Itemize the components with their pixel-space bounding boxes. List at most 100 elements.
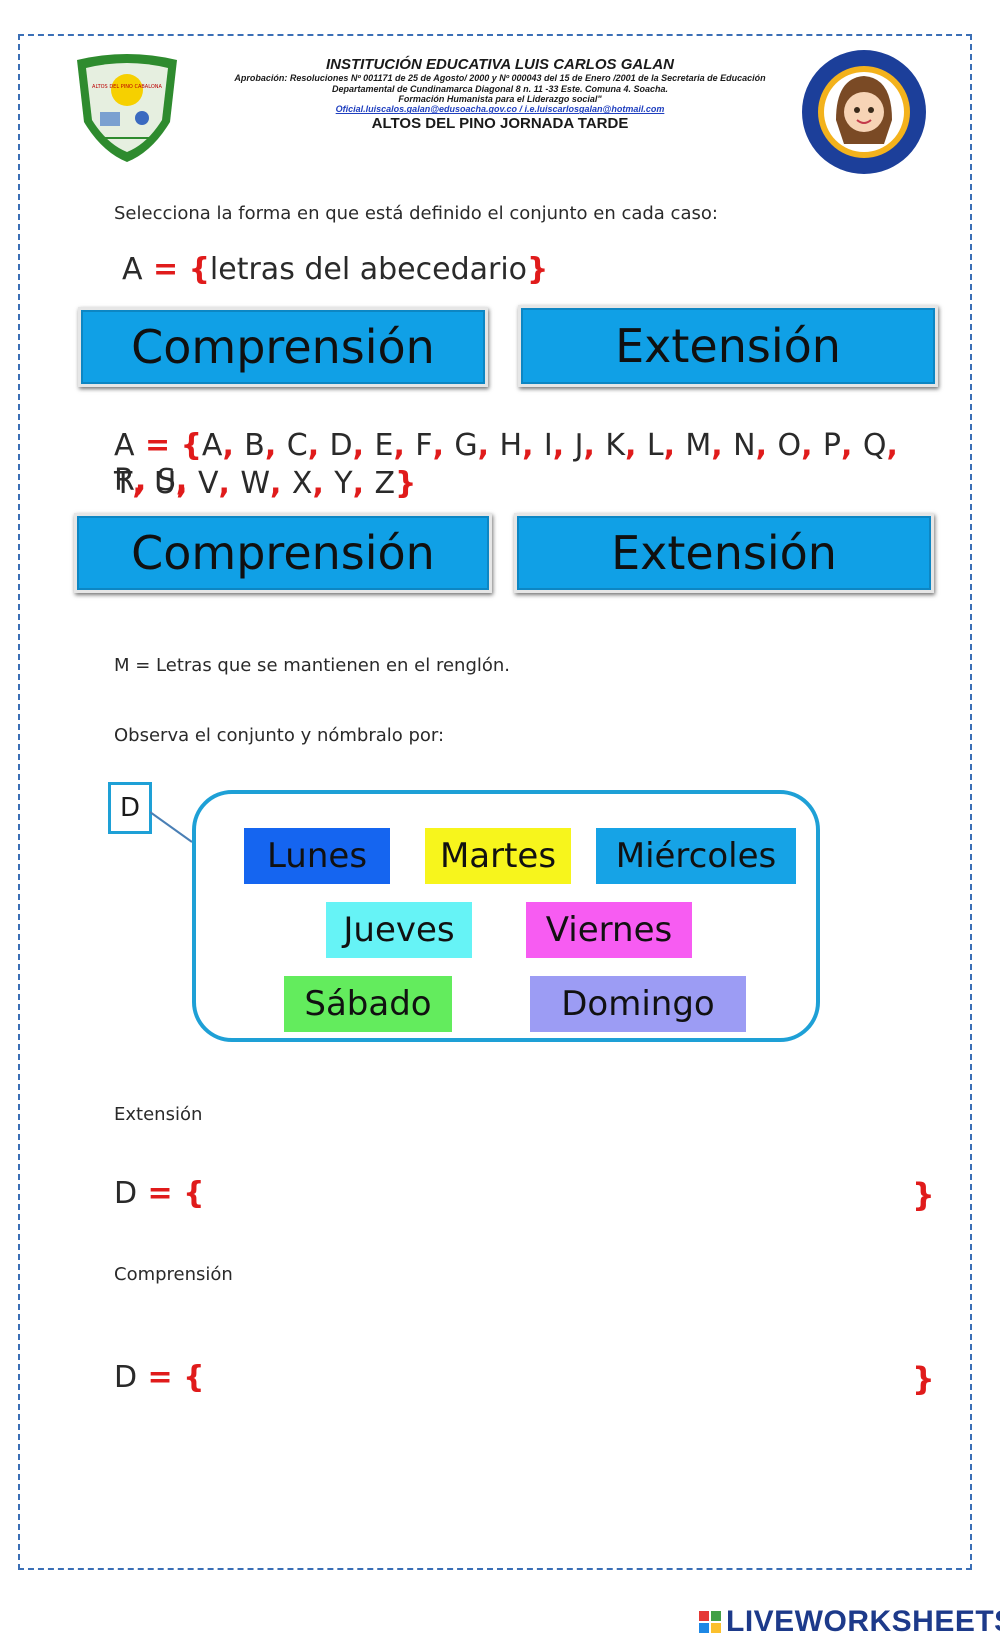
letter-separator: , bbox=[625, 428, 647, 463]
letter-separator: , bbox=[393, 428, 416, 463]
letter-separator: , bbox=[176, 466, 198, 501]
answer-set-name: D bbox=[114, 1176, 138, 1211]
logo-text: ALTOS DEL PINO CABALONA bbox=[92, 84, 162, 90]
extension-button-2[interactable]: Extensión bbox=[514, 513, 934, 593]
letter-item: Y bbox=[334, 466, 353, 501]
answer-open-brace: { bbox=[183, 1360, 205, 1395]
letter-separator: , bbox=[886, 428, 898, 463]
close-brace: } bbox=[395, 466, 417, 501]
letter-item: R bbox=[114, 463, 135, 498]
day-sabado: Sábado bbox=[284, 976, 452, 1032]
answer-close-brace: } bbox=[912, 1176, 935, 1214]
email-link-1[interactable]: Oficial.luiscalos.galan@edusoacha.gov.co bbox=[335, 104, 517, 115]
email-line: Oficial.luiscalos.galan@edusoacha.gov.co… bbox=[200, 104, 800, 114]
set-d-label: D bbox=[119, 793, 141, 823]
letter-separator: , bbox=[663, 428, 686, 463]
letter-item: I bbox=[543, 428, 553, 463]
letter-separator: , bbox=[218, 466, 241, 501]
comprension-button-1[interactable]: Comprensión bbox=[78, 307, 488, 387]
letter-separator: , bbox=[270, 466, 292, 501]
letter-item: W bbox=[240, 466, 271, 501]
answer-extension-line: D = { bbox=[114, 1176, 205, 1211]
letter-item: C bbox=[286, 428, 308, 463]
school-name: INSTITUCIÓN EDUCATIVA LUIS CARLOS GALAN bbox=[325, 56, 675, 73]
letter-separator: , bbox=[312, 466, 335, 501]
letter-item: V bbox=[197, 466, 219, 501]
school-shield-logo: ALTOS DEL PINO CABALONA bbox=[77, 54, 177, 162]
letter-item: Q bbox=[862, 428, 887, 463]
answer-close-brace: } bbox=[912, 1360, 935, 1398]
set-description: letras del abecedario bbox=[209, 252, 528, 287]
letter-separator: , bbox=[352, 466, 375, 501]
letter-separator: , bbox=[432, 428, 455, 463]
set-name: A bbox=[122, 252, 143, 287]
letter-separator: , bbox=[175, 463, 188, 498]
note-line: M = Letras que se mantienen en el rengló… bbox=[114, 655, 511, 676]
letter-item: P bbox=[822, 428, 841, 463]
letter-item: S bbox=[156, 463, 176, 498]
letter-item: F bbox=[415, 428, 433, 463]
day-miercoles: Miércoles bbox=[596, 828, 796, 884]
heading-extension: Extensión bbox=[114, 1104, 203, 1125]
email-link-2[interactable]: i.e.luiscarlosgalan@hotmail.com bbox=[524, 104, 665, 115]
answer-open-brace: { bbox=[183, 1176, 205, 1211]
letter-item: Z bbox=[374, 466, 396, 501]
letter-separator: , bbox=[477, 428, 500, 463]
approval-line: Aprobación: Resoluciones Nº 001171 de 25… bbox=[234, 73, 766, 84]
letter-separator: , bbox=[841, 428, 863, 463]
campus-line: ALTOS DEL PINO JORNADA TARDE bbox=[371, 114, 629, 132]
answer-equals: = bbox=[137, 1360, 184, 1395]
letter-item: G bbox=[454, 428, 478, 463]
letter-separator: , bbox=[132, 466, 155, 501]
letter-separator: , bbox=[307, 428, 330, 463]
letter-item: A bbox=[201, 428, 223, 463]
liveworksheets-icon bbox=[699, 1611, 721, 1633]
letter-item: X bbox=[291, 466, 313, 501]
letter-item: L bbox=[646, 428, 664, 463]
footer-brand: LIVEWORKSHEETS bbox=[726, 1605, 1000, 1638]
equals-sign: = bbox=[142, 252, 189, 287]
day-jueves: Jueves bbox=[326, 902, 472, 958]
set-a-extension-line-1: A = {A, B, C, D, E, F, G, H, I, J, K, L,… bbox=[114, 428, 934, 498]
letter-separator: , bbox=[264, 428, 287, 463]
connector-line bbox=[150, 811, 193, 843]
answer-equals: = bbox=[137, 1176, 184, 1211]
letter-separator: , bbox=[552, 428, 575, 463]
heading-comprension: Comprensión bbox=[114, 1264, 233, 1285]
letter-item: U bbox=[154, 466, 177, 501]
day-domingo: Domingo bbox=[530, 976, 746, 1032]
close-brace: } bbox=[527, 252, 549, 287]
letter-separator: , bbox=[352, 428, 375, 463]
letter-item: O bbox=[777, 428, 802, 463]
address-line: Departamental de Cundinamarca Diagonal 8… bbox=[332, 83, 668, 94]
answer-comprension-line: D = { bbox=[114, 1360, 205, 1395]
extension-button-1[interactable]: Extensión bbox=[518, 305, 938, 387]
letter-separator: , bbox=[134, 463, 157, 498]
open-brace: { bbox=[180, 428, 202, 463]
motto-line: Formación Humanista para el Liderazgo so… bbox=[398, 93, 602, 104]
set-a-comprehension-expression: A = {letras del abecedario} bbox=[122, 252, 548, 287]
letter-item: E bbox=[374, 428, 394, 463]
letter-item: H bbox=[499, 428, 523, 463]
letter-item: B bbox=[244, 428, 265, 463]
letter-item: M bbox=[685, 428, 712, 463]
liveworksheets-footer[interactable]: LIVEWORKSHEETS bbox=[698, 1605, 1000, 1639]
letter-separator: , bbox=[583, 428, 606, 463]
comprension-button-2[interactable]: Comprensión bbox=[74, 513, 492, 593]
day-lunes: Lunes bbox=[244, 828, 390, 884]
day-martes: Martes bbox=[425, 828, 571, 884]
set-d-label-box: D bbox=[108, 782, 152, 834]
letter-separator: , bbox=[222, 428, 245, 463]
letter-separator: , bbox=[755, 428, 778, 463]
answer-set-name: D bbox=[114, 1360, 138, 1395]
letter-item: T bbox=[114, 466, 133, 501]
email-separator: / bbox=[517, 104, 525, 115]
days-set-container bbox=[192, 790, 820, 1042]
letter-item: N bbox=[733, 428, 756, 463]
day-viernes: Viernes bbox=[526, 902, 692, 958]
letter-separator: , bbox=[522, 428, 544, 463]
open-brace: { bbox=[188, 252, 210, 287]
instruction-name-set: Observa el conjunto y nómbralo por: bbox=[114, 725, 445, 746]
teacher-badge-logo bbox=[802, 50, 926, 174]
letter-item: K bbox=[605, 428, 625, 463]
